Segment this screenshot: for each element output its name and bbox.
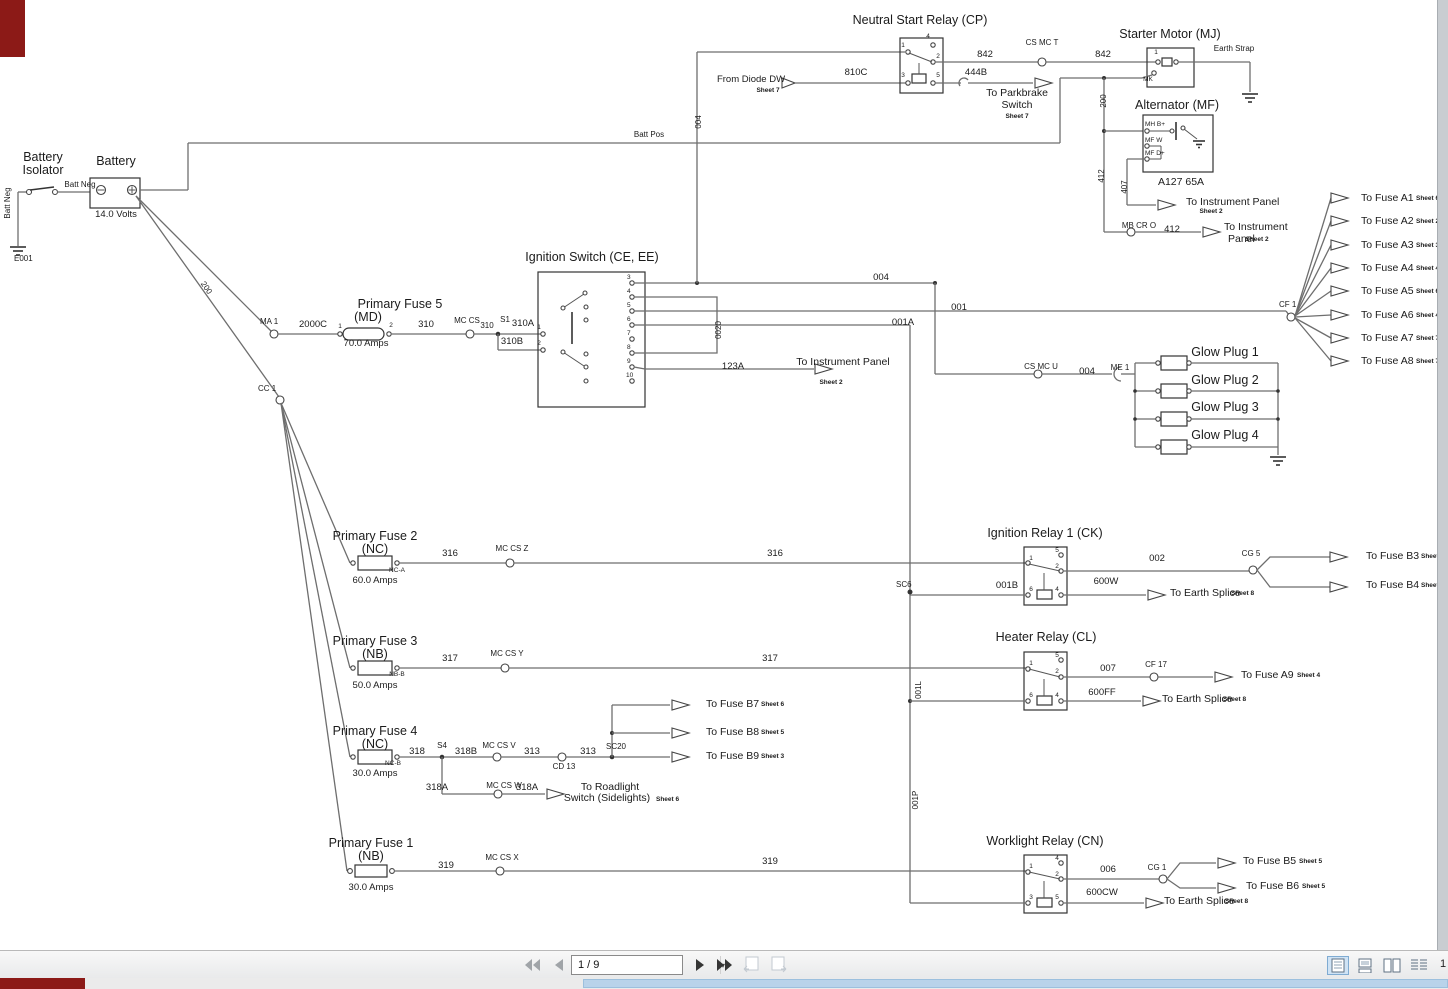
- primary-fuse-3: [350, 660, 1026, 676]
- glow-plugs: [1133, 355, 1286, 466]
- primary-fuse-2: [350, 555, 1026, 571]
- next-page-button[interactable]: [688, 954, 712, 976]
- window-accent-bottom-left: [0, 978, 85, 989]
- previous-view-button[interactable]: [742, 956, 762, 973]
- last-page-button[interactable]: [712, 954, 736, 976]
- next-view-button[interactable]: [768, 956, 788, 973]
- next-view-icon: [771, 956, 787, 973]
- previous-page-icon: [555, 959, 563, 971]
- page-number-combo[interactable]: ▾: [571, 955, 725, 975]
- primary-fuse-4: [350, 699, 691, 800]
- heater-relay: [910, 651, 1234, 711]
- battery-circuit: [10, 142, 1060, 398]
- worklight-relay: [910, 854, 1237, 914]
- continuous-scroll-view-icon: [1358, 958, 1372, 973]
- horizontal-scrollbar-thumb[interactable]: [583, 979, 1448, 988]
- ignition-relay-1: [910, 546, 1349, 606]
- cc1-fanout: [275, 395, 351, 872]
- alternator: [1126, 114, 1214, 211]
- zoom-level-partial: 1: [1440, 958, 1447, 970]
- two-page-continuous-view-icon: [1411, 959, 1427, 970]
- last-page-icon: [717, 959, 732, 971]
- primary-fuse-1: [347, 864, 1026, 878]
- two-page-continuous-view-button[interactable]: [1408, 956, 1430, 975]
- single-page-view-icon: [1331, 958, 1345, 973]
- window-accent-top-left: [0, 0, 25, 57]
- primary-fuse-5: [269, 327, 541, 351]
- viewer-toolbar: ▾: [0, 950, 1448, 978]
- vertical-scrollbar[interactable]: [1437, 0, 1448, 950]
- first-page-button[interactable]: [520, 954, 544, 976]
- neutral-start-relay: [781, 37, 1156, 94]
- horizontal-scrollbar[interactable]: [0, 978, 1448, 989]
- next-page-icon: [696, 959, 704, 971]
- page-number-input[interactable]: [572, 959, 720, 971]
- wiring-diagram: [10, 37, 1350, 914]
- ignition-switch: [537, 271, 718, 408]
- two-page-view-button[interactable]: [1381, 956, 1403, 975]
- previous-view-icon: [743, 956, 759, 973]
- previous-page-button[interactable]: [547, 954, 571, 976]
- single-page-view-button[interactable]: [1327, 956, 1349, 975]
- continuous-scroll-view-button[interactable]: [1354, 956, 1376, 975]
- cf1-fuse-fanout: [1286, 192, 1350, 367]
- two-page-view-icon: [1383, 958, 1401, 973]
- first-page-icon: [525, 959, 540, 971]
- starter-motor: [1059, 47, 1258, 238]
